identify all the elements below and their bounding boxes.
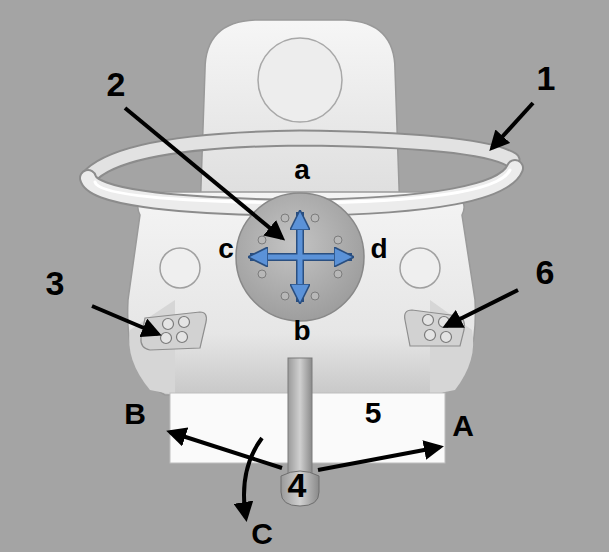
callout-number: 1 <box>537 61 556 95</box>
callout-number: 6 <box>536 255 555 289</box>
motion-arrows <box>170 432 440 518</box>
button-panel-right <box>405 310 465 346</box>
direction-pad <box>236 193 364 321</box>
side-button <box>160 248 200 288</box>
head-piece <box>200 20 400 215</box>
direction-letter: d <box>370 235 387 263</box>
callout-number: 3 <box>46 266 65 300</box>
direction-letter: b <box>293 317 310 345</box>
motion-letter: A <box>452 411 474 441</box>
button-group-right <box>423 315 452 343</box>
side-button <box>400 248 440 288</box>
button-group-left <box>161 317 190 344</box>
direction-letter: a <box>294 156 310 184</box>
head-lens <box>258 38 342 122</box>
control-stick <box>288 358 312 476</box>
motion-letter: C <box>251 519 273 549</box>
direction-letter: c <box>218 235 234 263</box>
callout-number: 2 <box>107 67 126 101</box>
leader-lines <box>92 103 533 334</box>
callout-number: 4 <box>288 468 307 502</box>
motion-letter: B <box>124 399 146 429</box>
callout-number: 5 <box>365 398 382 428</box>
